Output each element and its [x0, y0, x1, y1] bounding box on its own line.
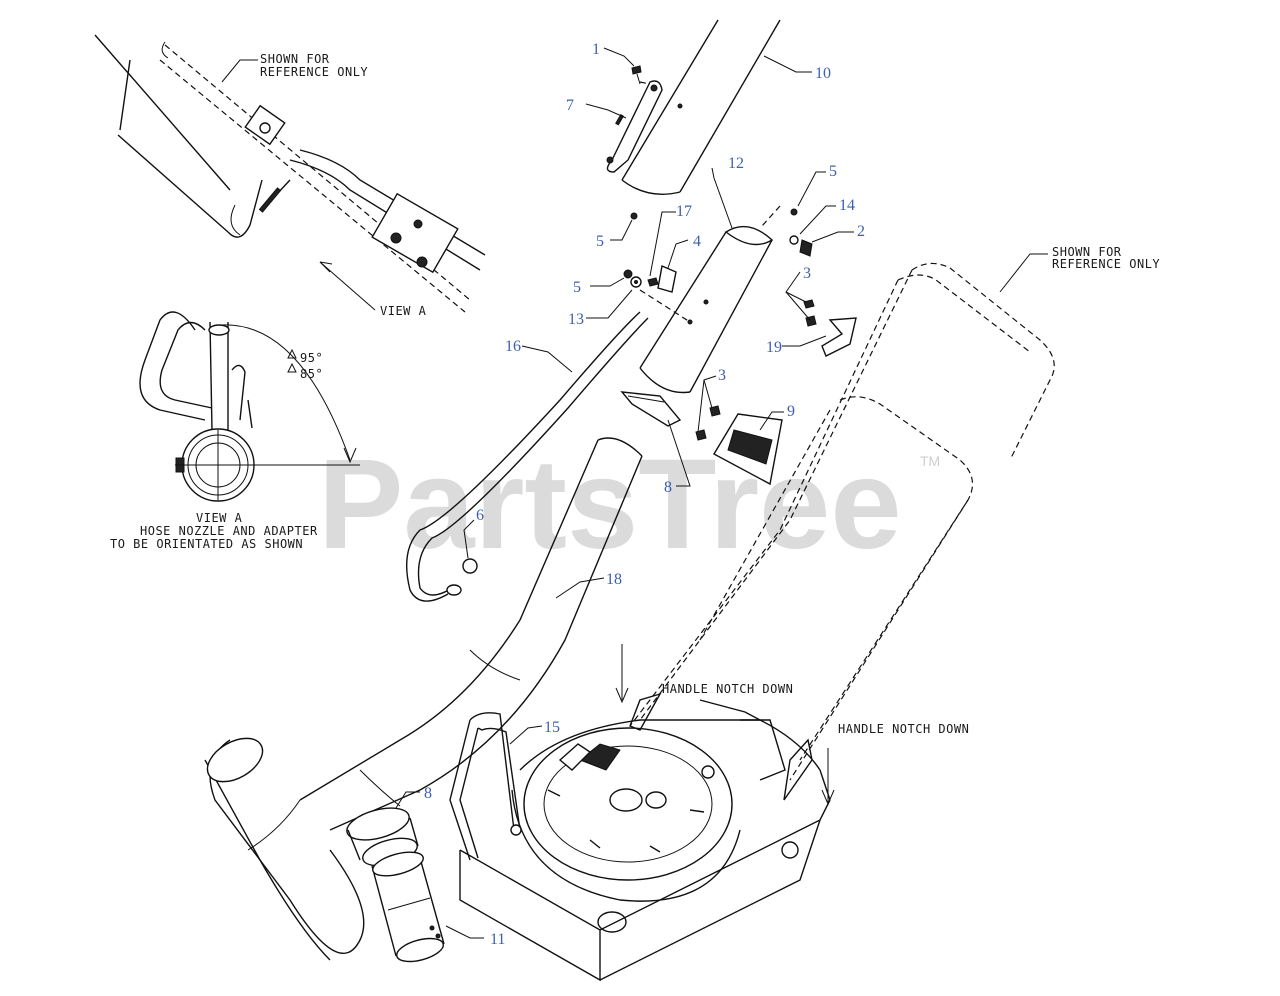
- callout-8-lower: 8: [424, 785, 432, 802]
- part-3-screws-lower: [695, 405, 721, 441]
- part-12-hose-section: [639, 225, 774, 394]
- callout-3-upper: 3: [803, 265, 811, 282]
- part-8-adapter: [346, 807, 419, 867]
- part-1-screw: [631, 65, 642, 85]
- note-view-a-label: VIEW A: [380, 304, 427, 318]
- part-19-latch: [803, 299, 857, 357]
- callout-15: 15: [544, 719, 560, 736]
- callout-6: 6: [476, 507, 484, 524]
- note-angle-95: 95°: [300, 351, 323, 365]
- fastener-cluster-left: [623, 212, 709, 325]
- note-view-a-caption-line2: HOSE NOZZLE AND ADAPTER: [140, 524, 318, 538]
- callout-8-upper: 8: [664, 479, 672, 496]
- watermark-trademark: TM: [920, 453, 940, 469]
- part-8-bracket: [620, 391, 682, 427]
- callout-10: 10: [815, 65, 831, 82]
- parts-2-5-14-fasteners: [761, 205, 813, 257]
- note-view-a-caption-line1: VIEW A: [196, 511, 243, 525]
- callout-4: 4: [693, 233, 701, 250]
- callout-5-left: 5: [596, 233, 604, 250]
- note-view-a-caption-line3: TO BE ORIENTATED AS SHOWN: [110, 537, 303, 551]
- callout-11: 11: [490, 931, 505, 948]
- callout-5-top-right: 5: [829, 163, 837, 180]
- note-angle-85: 85°: [300, 367, 323, 381]
- callout-9: 9: [787, 403, 795, 420]
- callout-1: 1: [592, 41, 600, 58]
- note-handle-notch-1: HANDLE NOTCH DOWN: [662, 682, 793, 696]
- callout-leaders: [395, 47, 854, 939]
- callout-7: 7: [566, 97, 574, 114]
- note-ref-top-left-line1: SHOWN FOR: [260, 52, 330, 66]
- callout-13: 13: [568, 311, 584, 328]
- part-11-nozzle: [371, 851, 445, 963]
- view-a-detail: [139, 311, 360, 502]
- part-10-upper-tube: [621, 19, 781, 195]
- blower-housing: [459, 699, 831, 982]
- note-ref-right-line1: SHOWN FOR: [1052, 245, 1122, 259]
- callout-2: 2: [857, 223, 865, 240]
- callout-5-middle: 5: [573, 279, 581, 296]
- part-7-clamp: [606, 80, 663, 173]
- callout-16: 16: [505, 338, 521, 355]
- part-9-mount-plate: [713, 413, 783, 486]
- callout-3-lower: 3: [718, 367, 726, 384]
- note-handle-notch-2: HANDLE NOTCH DOWN: [838, 722, 969, 736]
- callout-14: 14: [839, 197, 855, 214]
- part-15-bail: [449, 712, 522, 861]
- part-6-cap: [462, 558, 478, 574]
- note-ref-right-line2: REFERENCE ONLY: [1052, 257, 1160, 271]
- note-ref-top-left-line2: REFERENCE ONLY: [260, 65, 368, 79]
- callout-19: 19: [766, 339, 782, 356]
- reference-inset-top-left: [94, 34, 486, 313]
- callout-17: 17: [676, 203, 692, 220]
- callout-18: 18: [606, 571, 622, 588]
- watermark: PartsTree: [318, 433, 902, 576]
- part-16-guide-rod: [405, 311, 649, 602]
- callout-12: 12: [728, 155, 744, 172]
